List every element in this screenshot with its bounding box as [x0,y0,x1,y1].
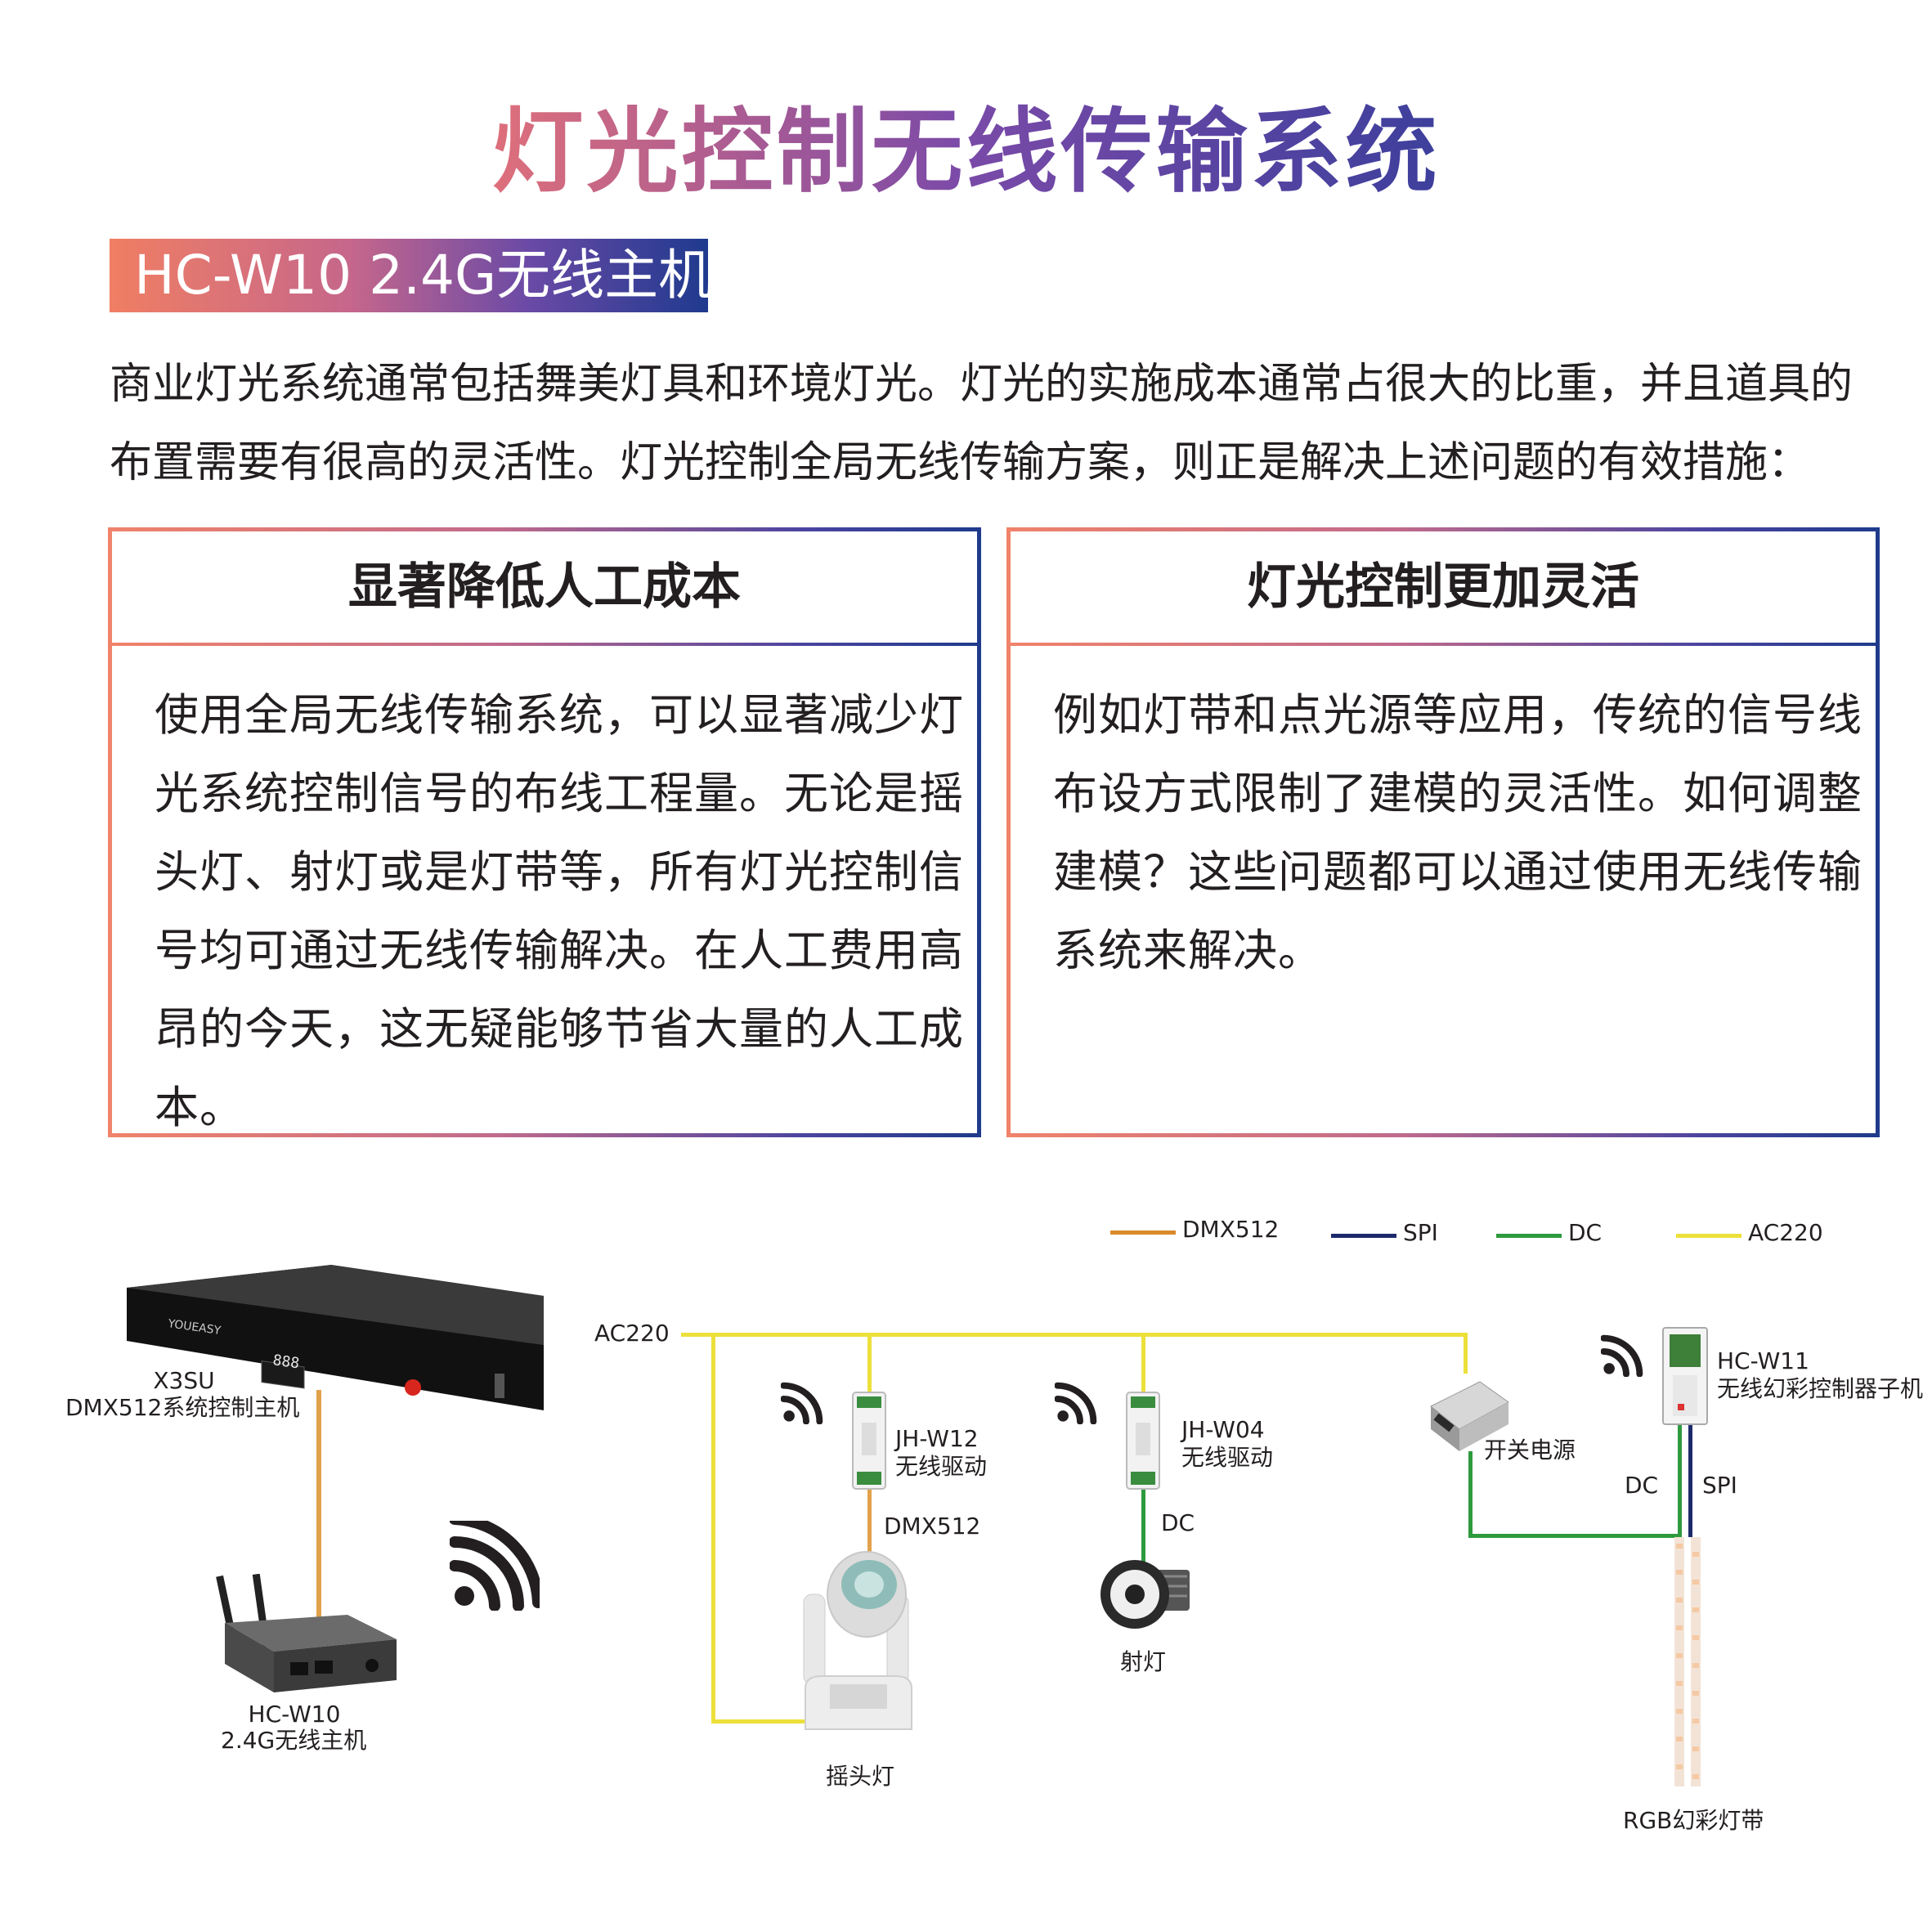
hcw11-name-label: 无线幻彩控制器子机 [1717,1375,1924,1402]
wifi-icon [781,1382,823,1424]
dc-wire-spotlight [1141,1488,1145,1562]
moving-head-label: 摇头灯 [826,1763,895,1790]
ac220-label: AC220 [594,1320,670,1347]
legend-label-ac220: AC220 [1748,1219,1823,1246]
spotlight-image [1100,1560,1190,1629]
power-supply-image [1430,1381,1509,1451]
hcw11-model-label: HC-W11 [1717,1347,1809,1374]
subtitle-badge: HC-W10 2.4G无线主机 [110,239,712,312]
moving-head-light-image [803,1551,912,1730]
ac220-wire-main [681,1333,1468,1337]
intro-line-2: 布置需要有很高的灵活性。灯光控制全局无线传输方案，则正是解决上述问题的有效措施： [110,438,1811,487]
card-text-line: 头灯、射灯或是灯带等，所有灯光控制信 [155,846,964,898]
card-text-line: 布设方式限制了建模的灵活性。如何调整 [1053,768,1863,819]
jhw04-model-label: JH-W04 [1181,1416,1265,1443]
legend-line-dmx512 [1110,1230,1176,1235]
card-divider [112,643,977,646]
wifi-icon [1601,1334,1643,1377]
hcw10-router-image [216,1574,397,1692]
rgb-strip-label: RGB幻彩灯带 [1623,1807,1764,1834]
ac220-wire-psu [1464,1333,1468,1374]
dc-wire-psu-horizontal [1468,1534,1681,1538]
card-flexible-control: 灯光控制更加灵活 例如灯带和点光源等应用，传统的信号线 布设方式限制了建模的灵活… [1006,527,1880,1137]
hcw10-name-label: 2.4G无线主机 [221,1727,367,1754]
jhw04-driver-image [1126,1392,1160,1490]
power-supply-label: 开关电源 [1484,1437,1576,1464]
dc-line-label-spotlight: DC [1161,1509,1195,1536]
spi-wire-hcw11 [1688,1423,1692,1537]
jhw12-model-label: JH-W12 [895,1425,979,1452]
hcw11-controller-image [1662,1327,1708,1425]
x3su-name-label: DMX512系统控制主机 [65,1394,300,1421]
ac220-wire-jhw12 [867,1333,872,1398]
legend-line-spi [1331,1234,1396,1238]
card-reduce-cost: 显著降低人工成本 使用全局无线传输系统，可以显著减少灯 光系统控制信号的布线工程… [108,527,981,1137]
legend-label-dmx512: DMX512 [1182,1216,1280,1243]
legend-line-dc [1496,1234,1562,1238]
dmx512-line-label: DMX512 [884,1513,981,1540]
spotlight-label: 射灯 [1120,1648,1167,1675]
card-text-line: 号均可通过无线传输解决。在人工费用高 [155,925,964,976]
dc-wire-psu-down [1468,1451,1473,1537]
x3su-model-label: X3SU [153,1367,215,1394]
dmx-wire-moving-head [867,1488,872,1570]
card-text-line: 使用全局无线传输系统，可以显著减少灯 [155,689,964,741]
card-divider [1011,643,1876,646]
card-text-line: 建模？这些问题都可以通过使用无线传输 [1053,846,1863,898]
hcw10-model-label: HC-W10 [248,1701,341,1728]
dmx-wire-controller [316,1390,321,1627]
card-text-line: 本。 [155,1082,244,1133]
spi-line-label: SPI [1702,1472,1737,1499]
jhw12-name-label: 无线驱动 [895,1453,988,1480]
ac220-wire-bottom [711,1719,809,1724]
ac220-wire-left-drop [711,1333,715,1724]
rgb-led-strip-image [1674,1537,1701,1786]
card-text-line: 系统来解决。 [1053,925,1323,976]
wifi-icon [1055,1382,1097,1424]
card-title: 显著降低人工成本 [348,558,741,616]
ac220-wire-jhw04 [1141,1333,1145,1398]
legend-label-dc: DC [1568,1219,1603,1246]
legend-label-spi: SPI [1403,1219,1438,1246]
dc-line-label-strip: DC [1625,1472,1659,1499]
legend-line-ac220 [1676,1234,1741,1238]
card-text-line: 光系统控制信号的布线工程量。无论是摇 [155,768,964,819]
card-text-line: 昂的今天，这无疑能够节省大量的人工成 [155,1003,964,1055]
card-title: 灯光控制更加灵活 [1247,558,1639,616]
jhw12-driver-image [852,1392,886,1490]
intro-line-1: 商业灯光系统通常包括舞美灯具和环境灯光。灯光的实施成本通常占很大的比重，并且道具… [110,360,1854,409]
device-segment-display: 888 [271,1352,300,1372]
wifi-icon [450,1521,540,1611]
x3su-controller-image: YOUEASY 888 [127,1265,544,1410]
page-title: 灯光控制无线传输系统 [0,78,1932,210]
card-text-line: 例如灯带和点光源等应用，传统的信号线 [1053,689,1863,741]
dc-wire-hcw11 [1678,1423,1682,1537]
jhw04-name-label: 无线驱动 [1181,1444,1274,1471]
